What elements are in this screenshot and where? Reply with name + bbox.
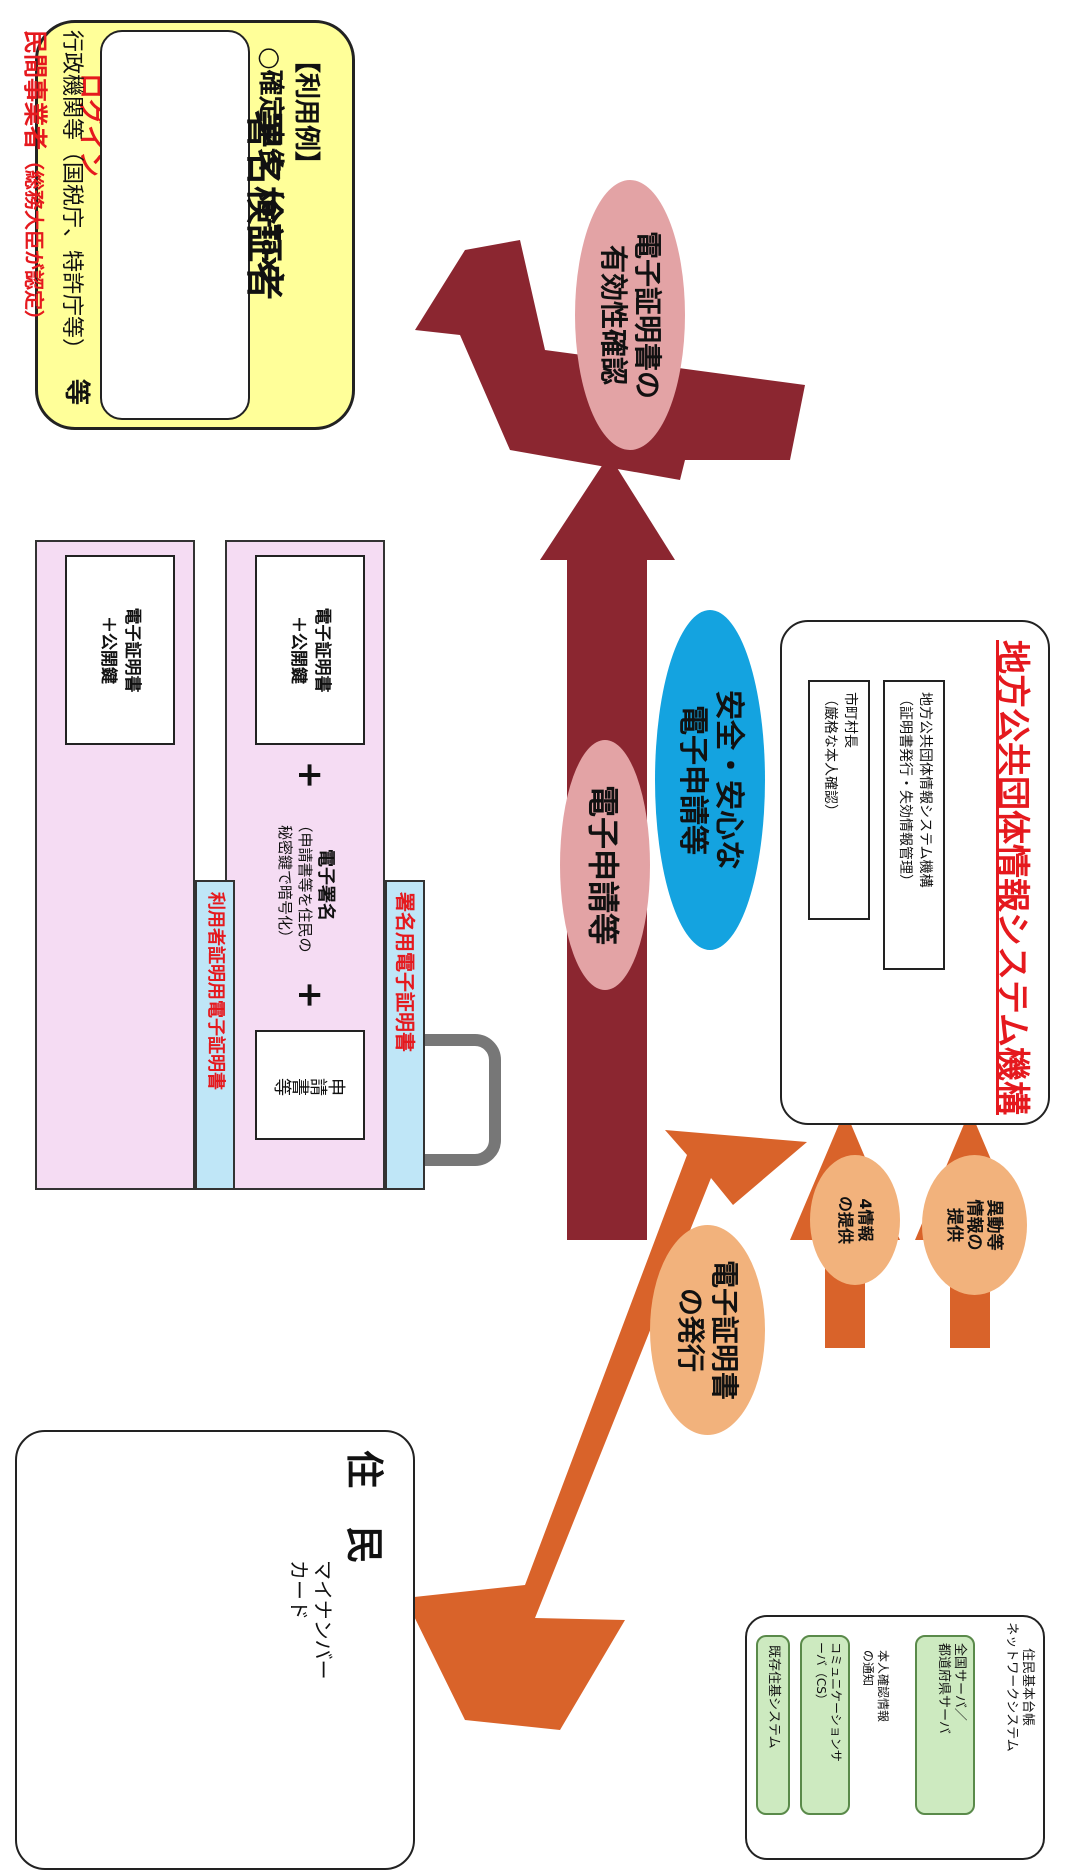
verifier-caption2-note: （総務大臣が認定） — [22, 150, 46, 330]
jlis-role-line2: （証明書発行・失効情報管理） — [897, 692, 913, 888]
user-certificate-scroll: 電子証明書 ＋公開鍵 — [65, 555, 175, 745]
issuance-arrow — [405, 1130, 807, 1730]
safe-application-ellipse: 安全・安心な 電子申請等 — [655, 610, 765, 950]
user-cert-line1: 電子証明書 — [122, 607, 142, 693]
four-info-line1: 4情報 — [856, 1198, 875, 1242]
change-info-line1: 異動等 — [984, 1199, 1005, 1251]
signature-line1: （申請書等を住民の — [296, 817, 314, 953]
validity-line2: 有効性確認 — [597, 244, 630, 385]
issuance-ellipse: 電子証明書 の発行 — [650, 1225, 765, 1435]
identity-notice-line2: の通知 — [861, 1650, 875, 1687]
signature-title: 電子署名 — [315, 849, 336, 921]
jlis-title: 地方公共団体情報システム機構 — [992, 640, 1032, 1115]
existing-system-label: 既存住基システム — [756, 1635, 790, 1815]
identity-notice-line1: 本人確認情報 — [876, 1650, 890, 1723]
user-cert-line2: ＋公開鍵 — [98, 616, 118, 684]
card-line2: カード — [287, 1560, 311, 1620]
safe-line2: 電子申請等 — [675, 705, 710, 855]
juki-title-line2: ネットワークシステム — [1004, 1622, 1019, 1752]
signature-line2: 秘密鍵で暗号化） — [276, 824, 294, 945]
national-server-label: 全国サーバ／ 都道府県サーバ — [915, 1635, 975, 1815]
juki-title-line1: 住民基本台帳 — [1020, 1647, 1035, 1726]
application-ellipse: 電子申請等 — [560, 740, 650, 990]
plus-sign-2: + — [290, 760, 330, 790]
cs-line1: コミュニケーションサ — [829, 1642, 843, 1762]
issuance-line1: 電子証明書 — [708, 1259, 742, 1400]
juki-network-title: 住民基本台帳 ネットワークシステム — [1003, 1622, 1035, 1752]
verifier-caption1: 行政機関等（国税庁、特許庁等） — [59, 30, 84, 361]
verifier-panel — [100, 30, 250, 420]
card-line1: マイナンバー — [311, 1560, 335, 1680]
electronic-signature: 電子署名 （申請書等を住民の 秘密鍵で暗号化） — [245, 800, 365, 970]
signature-cert-label: 署名用電子証明書 — [385, 880, 425, 1190]
signature-cert-line1: 電子証明書 — [312, 607, 332, 693]
verifier-caption2-main: 民間事業者 — [21, 30, 49, 150]
signature-certificate-scroll: 電子証明書 ＋公開鍵 — [255, 555, 365, 745]
verifier-title: 署名検証者 — [242, 110, 286, 301]
safe-line1: 安全・安心な — [711, 690, 746, 870]
national-server-line1: 全国サーバ／ — [952, 1643, 967, 1721]
validity-line1: 電子証明書の — [631, 230, 664, 399]
resident-title: 住 民 — [342, 1450, 386, 1565]
change-info-line2: 情報の — [964, 1199, 985, 1251]
user-cert-label: 利用者証明用電子証明書 — [195, 880, 235, 1190]
national-server-line2: 都道府県サーバ — [936, 1643, 951, 1734]
change-info-ellipse: 異動等 情報の 提供 — [922, 1155, 1027, 1295]
signature-document: 申請書等 — [255, 1030, 365, 1140]
municipality-line2: （厳格な本人確認） — [822, 692, 838, 818]
municipality-line1: 市町村長 — [842, 692, 858, 748]
validity-ellipse: 電子証明書の 有効性確認 — [575, 180, 685, 450]
issuance-line2: の発行 — [674, 1287, 708, 1372]
jlis-role-box: 地方公共団体情報システム機構 （証明書発行・失効情報管理） — [883, 680, 945, 970]
change-info-line3: 提供 — [944, 1208, 965, 1242]
verifier-caption2: 民間事業者（総務大臣が認定） — [20, 30, 55, 330]
mynumber-card-label: マイナンバー カード — [287, 1560, 335, 1680]
cs-line2: ーバ（CS） — [814, 1642, 828, 1706]
four-info-ellipse: 4情報 の提供 — [810, 1155, 900, 1285]
plus-sign-1: + — [290, 980, 330, 1010]
juki-network-box — [745, 1615, 1045, 1860]
usage-suffix: 等 — [61, 378, 91, 405]
cs-label: コミュニケーションサ ーバ（CS） — [800, 1635, 850, 1815]
signature-cert-line2: ＋公開鍵 — [288, 616, 308, 684]
identity-notice-label: 本人確認情報 の通知 — [860, 1650, 890, 1722]
four-info-line2: の提供 — [836, 1195, 855, 1244]
municipality-box: 市町村長 （厳格な本人確認） — [808, 680, 870, 920]
jlis-role-line1: 地方公共団体情報システム機構 — [917, 692, 933, 888]
